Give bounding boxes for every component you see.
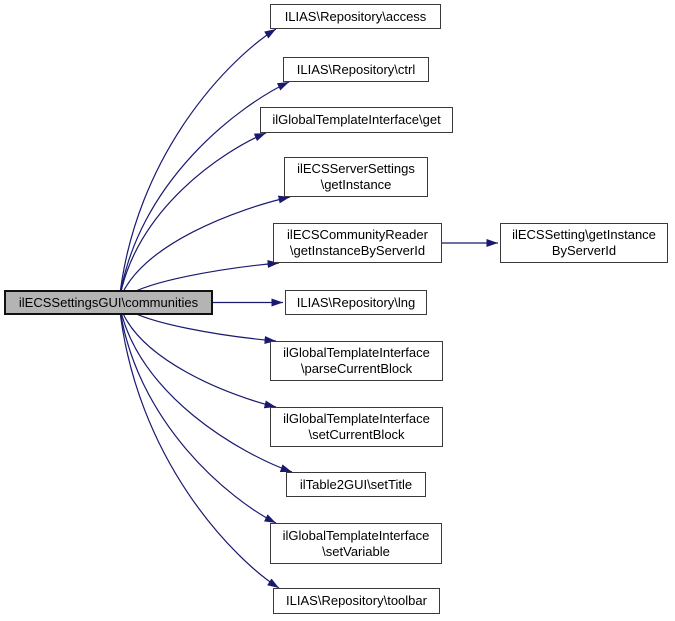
node-label-line: ilECSSetting\getInstance xyxy=(512,227,656,242)
node-label-line: ilGlobalTemplateInterface xyxy=(283,345,430,360)
graph-node-server-get-instance[interactable]: ilECSServerSettings\getInstance xyxy=(284,157,428,197)
node-label-line: ILIAS\Repository\ctrl xyxy=(296,61,416,77)
edge-root-to-access xyxy=(118,28,277,303)
edge-root-to-ctrl xyxy=(118,81,290,303)
graph-node-ctrl[interactable]: ILIAS\Repository\ctrl xyxy=(283,57,429,82)
node-label-line: ilECSSettingsGUI\communities xyxy=(18,294,199,310)
node-label-line: ilGlobalTemplateInterface xyxy=(283,411,430,426)
edge-root-to-server-get-instance xyxy=(118,195,291,303)
graph-node-reader-get-instance-by-server-id[interactable]: ilECSCommunityReader\getInstanceByServer… xyxy=(273,223,442,263)
node-label-line: \parseCurrentBlock xyxy=(300,361,413,376)
edge-root-to-toolbar xyxy=(118,302,280,589)
node-label-line: ilGlobalTemplateInterface xyxy=(282,527,430,543)
node-label-line: \setCurrentBlock xyxy=(308,427,405,442)
edge-root-to-set-variable xyxy=(118,302,277,524)
graph-node-set-title[interactable]: ilTable2GUI\setTitle xyxy=(286,472,426,497)
edge-root-to-set-current-block xyxy=(118,302,277,409)
node-label-line: ilTable2GUI\setTitle xyxy=(299,476,413,492)
node-label-line: ILIAS\Repository\toolbar xyxy=(286,593,427,608)
graph-node-set-variable[interactable]: ilGlobalTemplateInterface\setVariable xyxy=(270,523,442,564)
graph-node-access[interactable]: ILIAS\Repository\access xyxy=(270,4,441,29)
graph-node-parse-current-block[interactable]: ilGlobalTemplateInterface\parseCurrentBl… xyxy=(270,341,443,381)
graph-node-lng[interactable]: ILIAS\Repository\lng xyxy=(285,290,427,315)
graph-node-root[interactable]: ilECSSettingsGUI\communities xyxy=(4,290,213,315)
node-label-line: ilECSServerSettings xyxy=(297,161,415,176)
graph-node-set-current-block[interactable]: ilGlobalTemplateInterface\setCurrentBloc… xyxy=(270,407,443,447)
graph-node-toolbar[interactable]: ILIAS\Repository\toolbar xyxy=(273,588,440,614)
node-label-line: \setVariable xyxy=(322,543,390,559)
edge-root-to-set-title xyxy=(118,302,293,473)
graph-node-get[interactable]: ilGlobalTemplateInterface\get xyxy=(260,107,453,133)
edge-root-to-get xyxy=(118,132,267,303)
node-label-line: ILIAS\Repository\access xyxy=(284,8,427,24)
node-label-line: ilECSCommunityReader xyxy=(287,227,428,242)
node-label-line: ILIAS\Repository\lng xyxy=(296,294,416,310)
node-label-line: \getInstance xyxy=(320,177,392,192)
node-label-line: ilGlobalTemplateInterface\get xyxy=(272,112,441,127)
node-label-line: ByServerId xyxy=(551,243,617,258)
node-label-line: \getInstanceByServerId xyxy=(289,243,426,258)
